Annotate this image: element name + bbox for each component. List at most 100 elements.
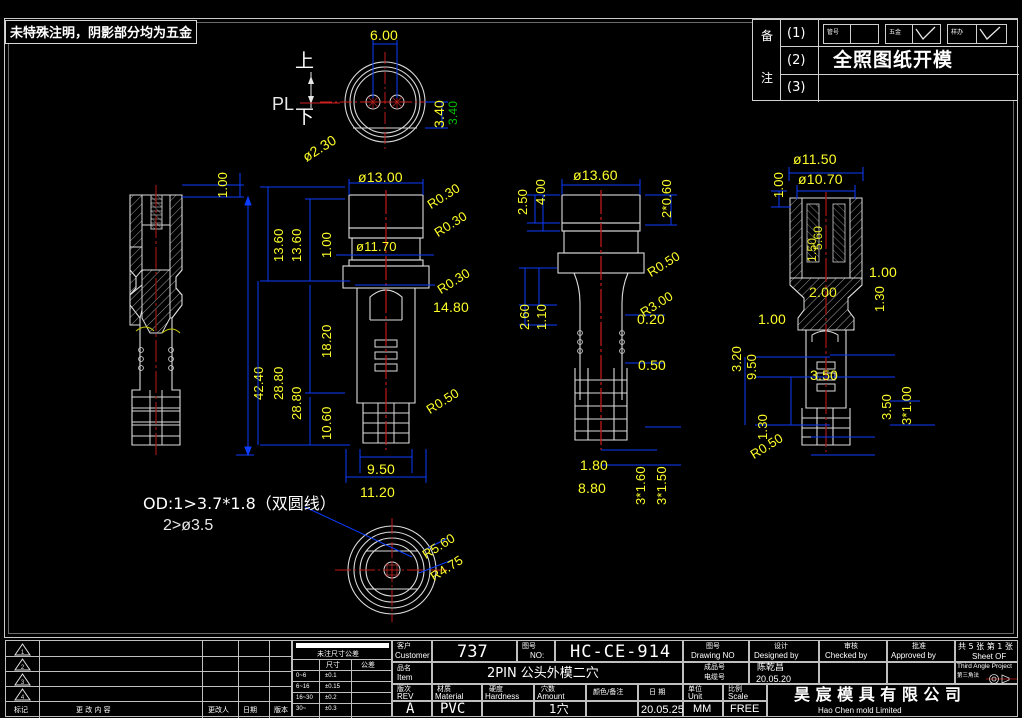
bottom-view-leader-lines [418, 537, 453, 574]
dim-right-3-50-body: 3.50 [810, 367, 839, 383]
tolerance-row-3-tol: ±0.3 [325, 706, 337, 712]
customer-value: 737 [457, 642, 488, 662]
dim-side-8-80: 8.80 [578, 480, 607, 496]
dim-sec-1-00: 1.00 [215, 171, 230, 198]
remarks-row-1-no-text: (1) [787, 26, 806, 41]
dim-top-6-00: 6.00 [370, 27, 399, 43]
dim-top-3-40-green: 3.40 [446, 100, 460, 125]
title-block: 1 2 3 4 标记 更 改 内 容 更改人 日期 版本 未注尺寸公差 尺寸 [5, 640, 1018, 718]
product-no-cn-2: 电缆号 [704, 673, 725, 681]
drawing-no-col-en: Drawing NO [691, 651, 735, 660]
svg-text:3: 3 [21, 680, 25, 686]
material-label-cell: 材质 Material [432, 684, 482, 701]
tolerance-row-1-tol: ±0.15 [325, 684, 340, 690]
date-label-cell: 日 期 [638, 684, 683, 701]
od-note-line-1: OD:1>3.7*1.8（双圆线） [143, 494, 336, 513]
dim-top-3-40: 3.40 [431, 99, 447, 128]
dim-front-18-20: 18.20 [319, 324, 334, 358]
dim-side-3x1-50: 3*1.50 [654, 466, 669, 505]
remarks-row-3-no-text: (3) [787, 80, 806, 95]
drawing-no-value: HC-CE-914 [570, 642, 672, 662]
amount-value-cell: 1穴 [534, 701, 586, 717]
remarks-row-3-content [819, 75, 1019, 102]
drawing-border-inner [8, 22, 1014, 634]
amount-label-cn: 穴数 [541, 685, 555, 693]
customer-label-cell: 客户 Customer [392, 640, 432, 662]
checker-value-cell [819, 662, 887, 684]
designed-by-cell: 设计 Designed by [749, 640, 819, 662]
dim-front-1-00: 1.00 [319, 231, 334, 258]
amount-label-cell: 穴数 Amount [534, 684, 586, 701]
customer-value-cell: 737 [432, 640, 517, 662]
drawing-no-value-cell: HC-CE-914 [555, 640, 683, 662]
projection-en: Third Angle Project [957, 663, 1012, 670]
remarks-check-1-label: 管号 [827, 29, 840, 36]
right-section-view-geometry [789, 192, 863, 452]
rev-value-cell: A [392, 701, 432, 717]
date-label-cn: 日 期 [649, 688, 666, 696]
product-no-cell: 成品号 电缆号 [683, 662, 749, 684]
sheet-cn: 共 5 张 第 1 张 [958, 642, 1013, 651]
unit-value-cell: MM [683, 701, 723, 717]
svg-text:4: 4 [21, 695, 25, 701]
remarks-table: 备 注 (1) (2) (3) 管号 五金 [752, 19, 1019, 102]
unit-label-en: Unit [688, 692, 703, 701]
dim-right-1-00-right: 1.00 [869, 264, 898, 280]
drawing-no-label-cell: 图号 NO: [517, 640, 555, 662]
amount-value: 1穴 [549, 702, 569, 716]
remarks-check-3-label: 样办 [951, 29, 964, 36]
remarks-check-2-label: 五金 [889, 29, 902, 36]
approver-value-cell [887, 662, 955, 684]
company-cell: 昊 宸 模 具 有 限 公 司 Hao Chen mold Limited [767, 684, 1018, 717]
remarks-label-char2: 注 [761, 71, 774, 85]
dim-right-1-00-left: 1.00 [771, 171, 786, 198]
remarks-row-2-text: 全照图纸开模 [833, 49, 954, 71]
rev-label-cn: 版次 [397, 685, 411, 693]
projection-cell: Third Angle Project 第三角法 [955, 662, 1018, 684]
revision-warning-icon-1: 1 [14, 643, 31, 656]
unit-label-cell: 单位 Unit [683, 684, 723, 701]
front-view-dimension-lines [257, 179, 435, 483]
item-value-cell: 2PIN 公头外模二穴 [432, 662, 683, 684]
revision-warning-icon-2: 2 [14, 658, 31, 671]
label-up: 上 [295, 50, 315, 72]
color-remark-label-cn: 颜色/备注 [593, 688, 624, 696]
note-shaded-text: 未特殊注明，阴影部分均为五金 [10, 26, 193, 41]
side-view-dimension-lines [519, 179, 681, 466]
dim-side-dia-13-60: ø13.60 [573, 167, 618, 183]
dim-side-2x0-60: 2*0.60 [659, 179, 674, 218]
scale-value-cell: FREE [723, 701, 767, 717]
od-note-leader [304, 506, 413, 558]
check-mark-icon-1 [915, 26, 936, 41]
tolerance-col-tol: 公差 [361, 661, 375, 669]
tolerance-row-2-tol: ±0.2 [325, 695, 337, 701]
date-value-cell: 20.05.25 [638, 701, 684, 717]
checked-by-cell: 审核 Checked by [819, 640, 887, 662]
svg-text:2: 2 [21, 665, 25, 671]
remarks-row-2-content: 全照图纸开模 [819, 47, 1019, 75]
hardness-label-en: Hardness [485, 692, 520, 701]
label-pl: PL [272, 94, 295, 114]
remarks-row-2-no-text: (2) [787, 53, 806, 68]
remarks-check-group-2: 五金 [885, 24, 941, 44]
dim-right-dia-10-70: ø10.70 [798, 171, 843, 187]
dim-right-3-20: 3.20 [729, 345, 744, 372]
side-view-geometry [557, 190, 645, 450]
tolerance-row-2-range: 16~30 [296, 695, 313, 701]
remarks-row-1-no: (1) [781, 20, 819, 47]
svg-text:1: 1 [21, 650, 25, 656]
revision-table: 1 2 3 4 标记 更 改 内 容 更改人 日期 版本 [5, 640, 293, 718]
label-down: 下 [295, 106, 315, 128]
item-label-cell: 品名 Item [392, 662, 432, 684]
remarks-row-1-content: 管号 五金 样办 [819, 20, 1019, 47]
dim-side-1-80: 1.80 [580, 457, 609, 473]
front-view-geometry [342, 190, 430, 450]
tolerance-title-bar [296, 643, 389, 648]
od-note-line-2: 2>ø3.5 [163, 517, 214, 534]
remarks-row-2-no: (2) [781, 47, 819, 75]
drawing-no-label-cn: 图号 [522, 642, 536, 650]
drawing-no-col-cell: 图号 Drawing NO [683, 640, 749, 662]
dim-front-9-50: 9.50 [367, 461, 396, 477]
dim-front-14-80: 14.80 [433, 299, 470, 315]
